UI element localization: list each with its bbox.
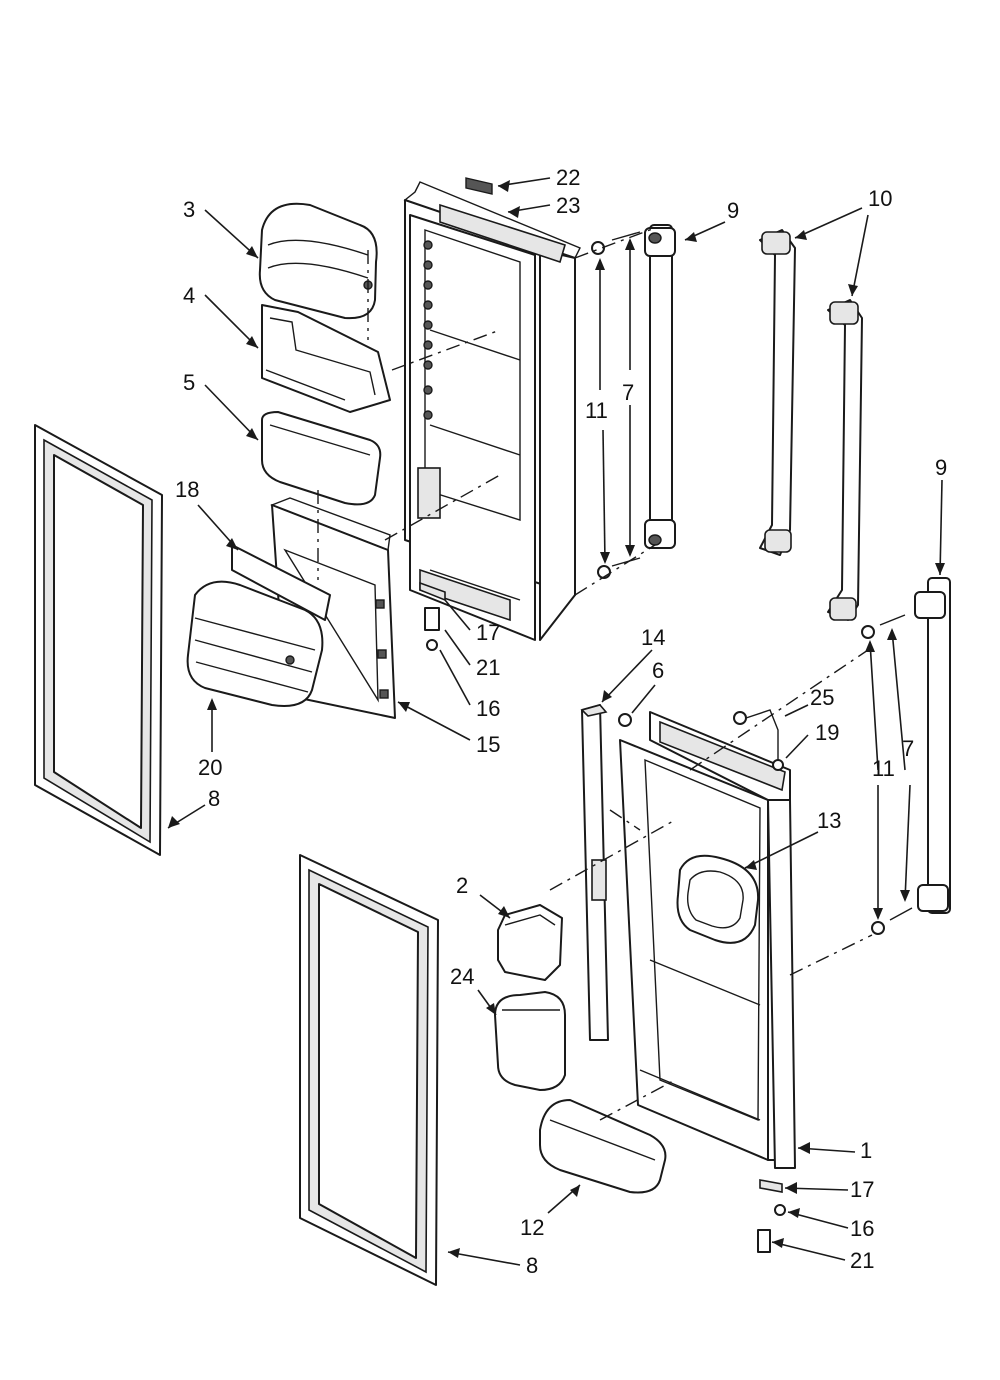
callout-5: 5: [183, 370, 195, 395]
part-fresh-food-door: [619, 711, 796, 1169]
callout-16-upper: 16: [476, 696, 500, 721]
part-gasket-upper: [34, 424, 163, 856]
callout-18: 18: [175, 477, 199, 502]
callout-13: 13: [817, 808, 841, 833]
part-hinge-bar: [580, 704, 609, 1041]
part-badge: [465, 177, 493, 195]
part-handle-upper: [644, 224, 676, 549]
alignment-lines: [317, 227, 873, 1121]
callout-6: 6: [652, 658, 664, 683]
part-bin-middle: [261, 411, 382, 506]
leader-lines: [167, 177, 943, 1266]
part-door-bin-tall: [494, 991, 566, 1091]
part-lower-hinge-parts: [757, 1179, 786, 1253]
callout-25: 25: [810, 685, 834, 710]
callout-17-lower: 17: [850, 1177, 874, 1202]
callout-11-upper: 11: [585, 398, 608, 423]
part-upper-hinge-parts: [419, 581, 446, 651]
callout-1: 1: [860, 1138, 872, 1163]
callout-17-upper: 17: [476, 620, 500, 645]
part-bin-cover: [258, 202, 378, 320]
callout-20: 20: [198, 755, 222, 780]
callout-15: 15: [476, 732, 500, 757]
callout-8-upper: 8: [208, 786, 220, 811]
callout-9-lower: 9: [935, 455, 947, 480]
callout-22: 22: [556, 165, 580, 190]
part-dispenser-bezel: [676, 854, 760, 944]
part-handle-lower: [914, 577, 951, 914]
part-freezer-door-liner: [403, 181, 581, 641]
callout-11-lower: 11: [872, 756, 895, 781]
callout-21-lower: 21: [850, 1248, 874, 1273]
part-dispenser-door: [186, 580, 324, 707]
part-dispenser-frame: [231, 544, 331, 621]
callout-14: 14: [641, 625, 665, 650]
callout-8-lower: 8: [526, 1253, 538, 1278]
part-water-tube: [733, 709, 784, 771]
callout-3: 3: [183, 197, 195, 222]
part-bin-upper: [261, 304, 391, 413]
callout-7-upper: 7: [622, 380, 634, 405]
part-door-bin-small: [497, 904, 563, 981]
callout-10: 10: [868, 186, 892, 211]
callout-labels: 22 23 3 4 5 9 10 11 7 18 17 21 16 15 20 …: [175, 165, 947, 1278]
callout-23: 23: [556, 193, 580, 218]
part-gasket-lower: [299, 854, 439, 1286]
callout-9-upper: 9: [727, 198, 739, 223]
callout-24: 24: [450, 964, 474, 989]
part-fasteners-lower: [861, 614, 913, 935]
callout-12: 12: [520, 1215, 544, 1240]
callout-21-upper: 21: [476, 655, 500, 680]
leader-arrowheads: [168, 180, 945, 1258]
callout-2: 2: [456, 873, 468, 898]
part-screw: [618, 713, 632, 727]
callout-7-lower: 7: [902, 736, 914, 761]
callout-4: 4: [183, 283, 195, 308]
callout-19: 19: [815, 720, 839, 745]
part-handle-trim: [759, 229, 863, 621]
callout-16-lower: 16: [850, 1216, 874, 1241]
part-door-bin-bottom: [539, 1099, 667, 1194]
